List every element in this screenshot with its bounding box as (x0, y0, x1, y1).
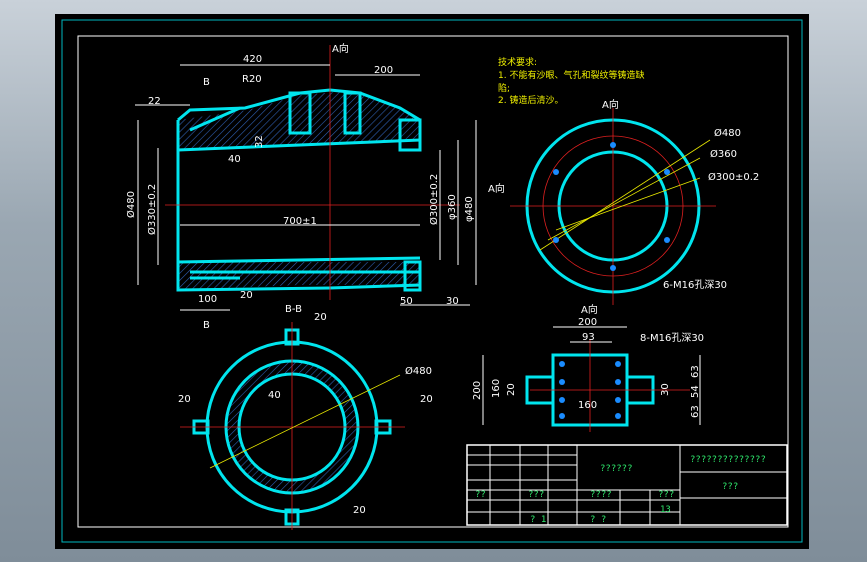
top-dim-63-a: 63 (690, 365, 701, 378)
dim-50: 50 (400, 296, 413, 307)
dim-420: 420 (243, 54, 262, 65)
tb-code: ??? (722, 482, 738, 492)
bb-dim-480: Ø480 (405, 365, 432, 377)
outer-border (61, 19, 803, 543)
drawing-canvas: 420 200 R20 22 B B 40 700±1 100 20 50 30… (61, 19, 803, 543)
tb-cell-d: 13 (660, 505, 671, 515)
end-dim-480: Ø480 (714, 127, 741, 139)
top-label-a: A向 (581, 303, 598, 316)
dim-32: 32 (254, 135, 265, 148)
dim-phi360: φ360 (447, 194, 458, 220)
title-block: ?????? ?????????????? ??? ??? ???? ??? 1… (466, 444, 788, 526)
dim-phi330: Ø330±0.2 (146, 184, 158, 235)
bb-dim-20-left: 20 (178, 394, 191, 405)
hole-2 (664, 169, 670, 175)
top-holes: 8-M16孔深30 (640, 332, 704, 344)
end-dim-300: Ø300±0.2 (708, 171, 759, 183)
end-view: A向 Ø480 Ø360 Ø300±0.2 6-M16孔深30 (510, 98, 759, 305)
dim-22: 22 (148, 96, 161, 107)
hole-4 (664, 237, 670, 243)
dim-100: 100 (198, 294, 217, 305)
bb-title: B-B (285, 304, 302, 315)
top-dim-93: 93 (582, 332, 595, 343)
top-view: A向 200 93 8-M16孔深30 160 200 160 20 63 54… (472, 303, 704, 432)
end-dim-360: Ø360 (710, 148, 737, 160)
dim-phi480-right: φ480 (464, 196, 475, 222)
tb-cell-g: ?? (475, 490, 486, 500)
top-dim-200-v: 200 (472, 381, 483, 400)
tech-line1b: 陷; (498, 82, 510, 94)
dim-40-front: 40 (228, 154, 241, 165)
dim-20-front: 20 (240, 290, 253, 301)
section-b-top: B (203, 77, 210, 88)
inner-border (77, 35, 789, 528)
top-dim-200: 200 (578, 317, 597, 328)
bb-dim-20-right: 20 (420, 394, 433, 405)
hole-1 (553, 169, 559, 175)
bb-dim-20-top: 20 (314, 312, 327, 323)
dim-phi480-left: Ø480 (125, 191, 137, 218)
dim-r20: R20 (242, 74, 262, 85)
tb-cell-e: ? ? (590, 515, 606, 525)
top-dim-20-v: 20 (506, 383, 517, 396)
end-label-a: A向 (602, 98, 619, 111)
dim-phi300: Ø300±0.2 (428, 174, 440, 225)
tech-requirements: 技术要求: 1. 不能有沙眼、气孔和裂纹等铸造缺 陷; 2. 铸造后清沙。 (498, 56, 644, 106)
tb-cell-b: ???? (590, 490, 612, 500)
dim-30: 30 (446, 296, 459, 307)
dim-200-top: 200 (374, 65, 393, 76)
top-dim-160-v: 160 (491, 379, 502, 398)
drawing-viewport[interactable]: 420 200 R20 22 B B 40 700±1 100 20 50 30… (55, 14, 809, 549)
section-b-bottom: B (203, 320, 210, 331)
section-bb-view: B-B 20 Ø480 40 20 20 20 (178, 304, 433, 530)
tb-cell-a: ??? (528, 490, 544, 500)
bb-dim-20-bottom: 20 (353, 505, 366, 516)
tb-cell-f: ? 1 (530, 515, 546, 525)
tech-title: 技术要求: (498, 56, 537, 68)
tb-company: ?????????????? (690, 455, 766, 465)
hole-5 (610, 142, 616, 148)
label-aa-top: A向 (332, 42, 349, 55)
tech-line1: 1. 不能有沙眼、气孔和裂纹等铸造缺 (498, 69, 644, 81)
end-holes: 6-M16孔深30 (663, 279, 727, 291)
bb-dim-40: 40 (268, 390, 281, 401)
hole-6 (610, 265, 616, 271)
hole-3 (553, 237, 559, 243)
label-aa-side: A向 (488, 182, 505, 195)
top-dim-54: 54 (690, 385, 701, 398)
tech-line2: 2. 铸造后清沙。 (498, 94, 563, 106)
front-section-view: 420 200 R20 22 B B 40 700±1 100 20 50 30… (125, 42, 505, 331)
tb-drawing-name: ?????? (600, 464, 633, 474)
top-dim-63-b: 63 (690, 405, 701, 418)
dim-700: 700±1 (283, 216, 317, 227)
top-dim-160: 160 (578, 400, 597, 411)
tb-cell-c: ??? (658, 490, 674, 500)
top-dim-30: 30 (660, 383, 671, 396)
